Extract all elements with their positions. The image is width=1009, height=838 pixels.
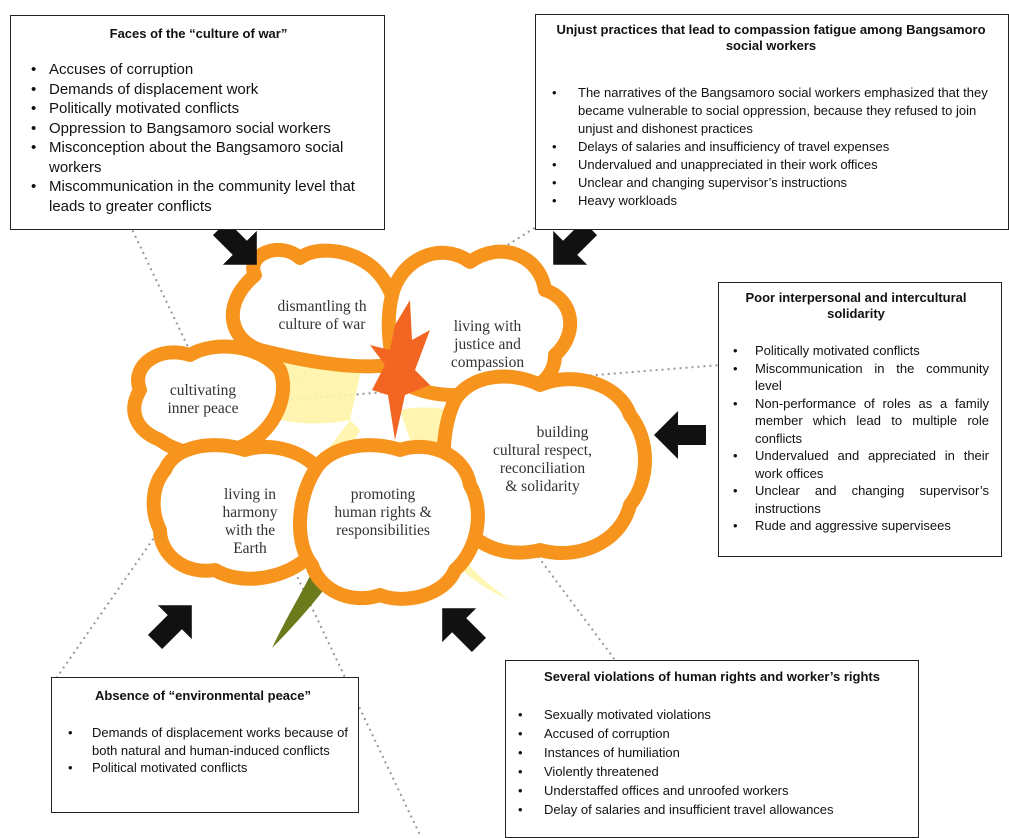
connector-line — [469, 464, 616, 661]
bullet-list: Politically motivated conflicts Miscommu… — [723, 342, 989, 535]
petal-label-line: dismantling th — [277, 298, 367, 315]
petal-label-line: with the — [224, 522, 276, 539]
list-item: Rude and aggressive supervisees — [723, 517, 989, 535]
culture-of-war-box: Faces of the “culture of war” Accuses of… — [10, 15, 385, 230]
box-title: Absence of “environmental peace” — [94, 688, 311, 703]
box-title: Unjust practices that lead to compassion… — [556, 22, 986, 53]
list-item: The narratives of the Bangsamoro social … — [538, 84, 1004, 138]
list-item: Undervalued and appreciated in their wor… — [723, 447, 989, 482]
petal-label-harmony: living in harmony with the Earth — [200, 486, 300, 558]
box-title: Several violations of human rights and w… — [544, 669, 880, 684]
list-item: Non-performance of roles as a family mem… — [723, 395, 989, 448]
list-item: Demands of displacement works because of… — [58, 724, 348, 759]
petal-label-line: living with — [453, 318, 522, 335]
petal-label-line: inner peace — [167, 400, 239, 417]
list-item: Undervalued and unappreciated in their w… — [538, 156, 1004, 174]
box-title: Faces of the “culture of war” — [109, 26, 288, 41]
petal-label-line: justice and — [454, 336, 521, 353]
list-item: Unclear and changing supervisor’s instru… — [538, 174, 1004, 192]
list-item: Unclear and changing supervisor’s instru… — [723, 482, 989, 517]
petal-label-line: culture of war — [278, 316, 366, 333]
solidarity-box: Poor interpersonal and intercultural sol… — [718, 282, 1002, 557]
petal-label-line: cultivating — [169, 382, 237, 399]
petal-label-line: human rights & — [334, 504, 432, 521]
petal-human-rights — [292, 438, 485, 606]
human-rights-box: Several violations of human rights and w… — [505, 660, 919, 838]
arrow-icon — [553, 220, 598, 265]
petal-label-line: promoting — [350, 486, 416, 503]
arrow-icon — [147, 605, 192, 650]
list-item: Accused of corruption — [512, 724, 912, 743]
list-item: Politically motivated conflicts — [21, 99, 376, 119]
arrow-icon — [654, 411, 706, 459]
list-item: Political motivated conflicts — [58, 759, 348, 777]
petal-label-line: reconciliation — [499, 460, 586, 477]
stamen — [370, 300, 430, 440]
list-item: Misconception about the Bangsamoro socia… — [21, 138, 376, 177]
list-item: Sexually motivated violations — [512, 705, 912, 724]
petal-label-human-rights: promoting human rights & responsibilitie… — [308, 486, 458, 540]
bullet-list: Demands of displacement works because of… — [58, 724, 348, 777]
list-item: Miscommunication in the community level … — [21, 177, 376, 216]
list-item: Demands of displacement work — [21, 80, 376, 100]
list-item: Violently threatened — [512, 762, 912, 781]
list-item: Politically motivated conflicts — [723, 342, 989, 360]
environmental-peace-box: Absence of “environmental peace” Demands… — [51, 677, 359, 813]
petal-label-inner-peace: cultivating inner peace — [158, 382, 248, 418]
petal-label-line: & solidarity — [505, 478, 580, 495]
petal-label-culture-of-war: dismantling th culture of war — [262, 298, 382, 334]
list-item: Delays of salaries and insufficiency of … — [538, 138, 1004, 156]
arrow-icon — [442, 608, 487, 653]
petal-label-line: responsibilities — [336, 522, 430, 539]
arrow-icon — [212, 220, 257, 265]
petal-label-line: compassion — [450, 354, 525, 371]
bullet-list: Sexually motivated violations Accused of… — [512, 705, 912, 819]
petal-label-justice: living with justice and compassion — [430, 318, 545, 372]
list-item: Accuses of corruption — [21, 60, 376, 80]
petals — [127, 242, 652, 606]
list-item: Delay of salaries and insufficient trave… — [512, 800, 912, 819]
bullet-list: The narratives of the Bangsamoro social … — [538, 84, 1004, 210]
petal-label-cultural-respect: building cultural respect, reconciliatio… — [455, 424, 630, 496]
box-title: Poor interpersonal and intercultural sol… — [745, 290, 967, 321]
petal-label-line: harmony — [222, 504, 278, 521]
petal-label-line: Earth — [233, 540, 267, 557]
list-item: Understaffed offices and unroofed worker… — [512, 781, 912, 800]
petal-label-line: building — [536, 424, 589, 441]
list-item: Heavy workloads — [538, 192, 1004, 210]
list-item: Oppression to Bangsamoro social workers — [21, 119, 376, 139]
arrows — [147, 220, 706, 653]
petal-label-line: cultural respect, — [493, 442, 592, 459]
petal-inner-peace — [127, 339, 291, 462]
list-item: Miscommunication in the community level — [723, 360, 989, 395]
bullet-list: Accuses of corruption Demands of displac… — [21, 60, 376, 216]
compassion-fatigue-box: Unjust practices that lead to compassion… — [535, 14, 1009, 230]
petal-label-line: living in — [223, 486, 277, 503]
list-item: Instances of humiliation — [512, 743, 912, 762]
